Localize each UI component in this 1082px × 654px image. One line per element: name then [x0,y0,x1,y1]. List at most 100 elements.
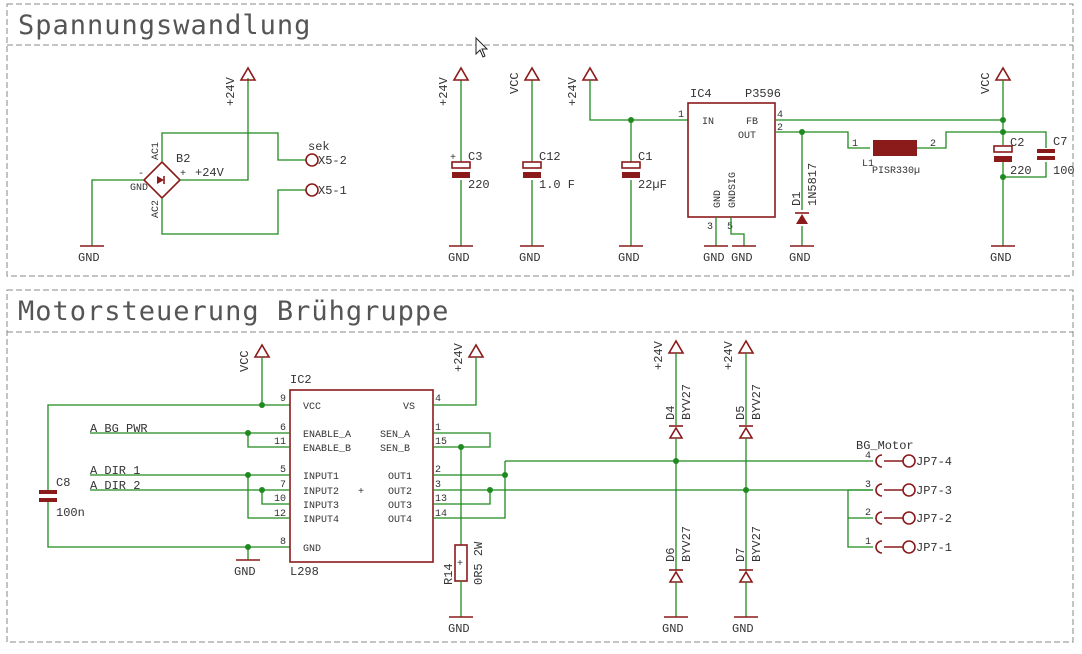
net-a-dir-2: A_DIR_2 [90,479,140,493]
svg-text:GND: GND [519,251,541,265]
frame-spannungswandlung [6,3,1074,277]
svg-text:-: - [138,169,144,180]
svg-text:AC1: AC1 [151,142,162,160]
svg-text:C2: C2 [1010,136,1024,150]
svg-text:7: 7 [280,480,286,491]
svg-text:PISR330µ: PISR330µ [872,166,920,177]
supply-vcc-ic2 [253,343,271,358]
ic2-l298 [289,389,434,563]
svg-text:14: 14 [435,509,447,520]
svg-text:+: + [358,487,364,498]
svg-text:VCC: VCC [508,72,522,94]
svg-text:X5-2: X5-2 [318,154,347,168]
svg-text:JP7-4: JP7-4 [916,455,952,469]
svg-text:D1: D1 [790,192,804,206]
svg-text:GNDSIG: GNDSIG [728,172,739,208]
svg-text:+24V: +24V [652,340,666,370]
capacitor-c1 [621,161,641,178]
svg-text:JP7-1: JP7-1 [916,541,952,555]
supply-vcc-c2 [994,66,1012,81]
svg-text:C3: C3 [468,150,482,164]
svg-text:X5-1: X5-1 [318,184,347,198]
svg-text:4: 4 [435,394,441,405]
svg-text:3: 3 [435,480,441,491]
svg-text:VCC: VCC [979,72,993,94]
svg-text:6: 6 [280,423,286,434]
svg-text:OUT: OUT [738,131,756,142]
diode-d4 [668,425,684,439]
section-title-spannungswandlung: Spannungswandlung [18,10,311,41]
svg-text:C7: C7 [1053,135,1067,149]
svg-text:ENABLE_B: ENABLE_B [303,444,351,455]
diode-d1 [795,212,809,224]
svg-text:GND: GND [448,251,470,265]
diode-d5 [738,425,754,439]
svg-text:220: 220 [468,178,490,192]
b2-label: B2 [176,152,190,166]
diode-d6 [668,569,684,583]
supply-vcc-c12 [523,66,541,81]
svg-text:1N5817: 1N5817 [806,163,820,206]
svg-text:2: 2 [930,139,936,150]
svg-text:OUT3: OUT3 [388,501,412,512]
connector-jp7-4 [875,454,916,468]
connector-jp7-3 [875,483,916,497]
svg-text:1.0 F: 1.0 F [539,178,575,192]
svg-text:C12: C12 [539,150,561,164]
capacitor-c8 [39,490,57,502]
svg-text:GND: GND [789,251,811,265]
svg-text:GND: GND [78,251,100,265]
svg-text:3: 3 [865,480,871,491]
svg-text:IC2: IC2 [290,373,312,387]
svg-text:IN: IN [702,117,714,128]
rectifier-b2 [142,160,182,200]
svg-text:GND: GND [732,622,754,636]
svg-text:5: 5 [280,465,286,476]
svg-text:+: + [180,169,186,180]
svg-text:4: 4 [865,451,871,462]
capacitor-c3 [451,161,471,178]
svg-text:2: 2 [777,123,783,134]
svg-text:100n: 100n [56,506,85,520]
svg-text:8: 8 [280,537,286,548]
svg-text:BYV27: BYV27 [680,526,694,562]
svg-text:22µF: 22µF [638,178,667,192]
svg-text:1: 1 [435,423,441,434]
svg-text:SEN_B: SEN_B [380,444,410,455]
svg-text:+24V: +24V [437,76,451,106]
supply-24v-d4 [667,339,685,354]
supply-24v-b2 [239,66,257,81]
svg-text:+24V: +24V [452,342,466,372]
svg-text:VCC: VCC [303,402,321,413]
svg-text:12: 12 [274,509,286,520]
svg-text:15: 15 [435,437,447,448]
svg-text:+: + [450,153,456,164]
svg-text:220: 220 [1010,164,1032,178]
svg-text:3: 3 [707,222,713,233]
svg-text:R14: R14 [442,563,456,585]
svg-text:GND: GND [234,565,256,579]
svg-text:ENABLE_A: ENABLE_A [303,430,351,441]
mouse-cursor-icon [475,36,489,58]
frame-motorsteuerung [6,289,1074,643]
svg-text:GND: GND [713,190,724,208]
svg-text:BYV27: BYV27 [750,384,764,420]
connector-jp7-1 [875,540,916,554]
capacitor-c2 [993,145,1013,162]
supply-24v-ic4 [581,66,599,81]
svg-text:5: 5 [727,222,733,233]
supply-24v-c3 [452,66,470,81]
svg-text:OUT1: OUT1 [388,472,412,483]
svg-text:JP7-3: JP7-3 [916,484,952,498]
sek-label: sek [308,140,330,154]
svg-text:GND: GND [303,544,321,555]
b2-24v-label: +24V [195,166,225,180]
supply-24v-ic2 [467,343,485,358]
svg-text:INPUT2: INPUT2 [303,487,339,498]
svg-text:AC2: AC2 [151,200,162,218]
svg-text:1: 1 [678,110,684,121]
svg-text:L1: L1 [862,159,874,170]
connector-x5-1 [305,183,319,197]
svg-text:+: + [457,559,463,570]
section-title-motorsteuerung: Motorsteuerung Brühgruppe [18,296,449,327]
